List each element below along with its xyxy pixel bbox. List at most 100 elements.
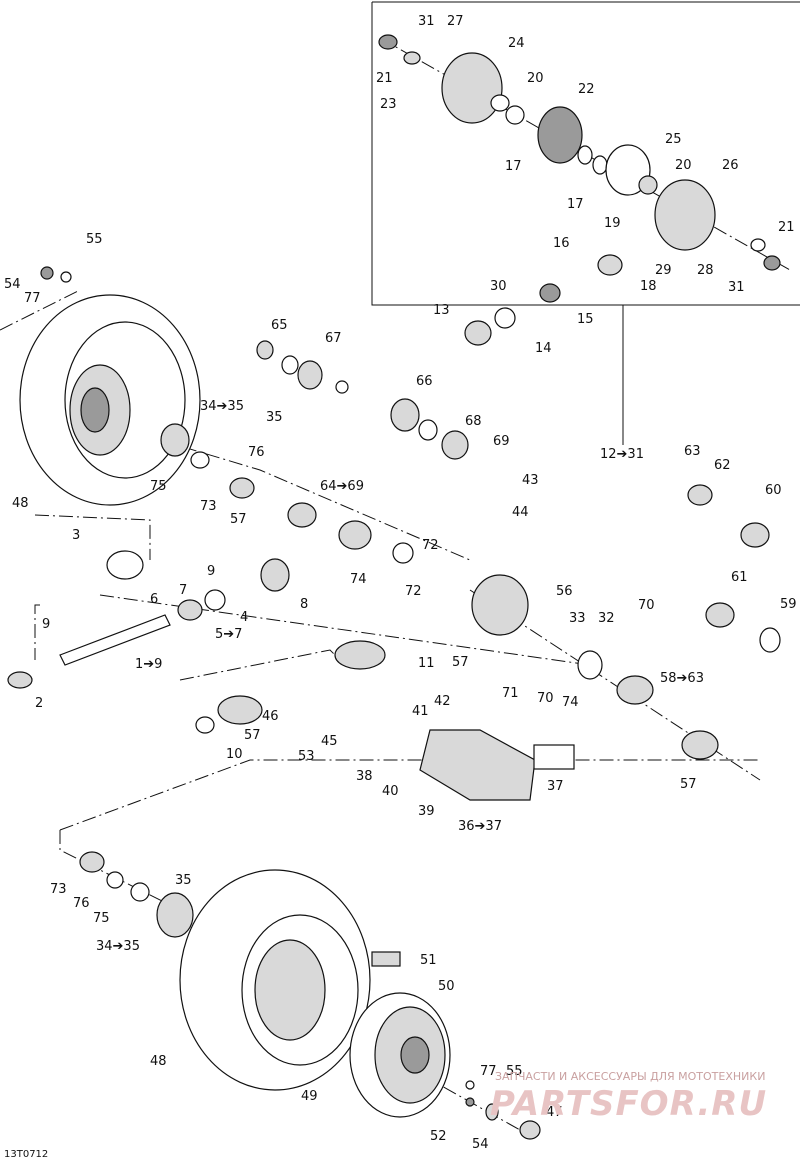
callout: 42 — [434, 694, 451, 709]
callout: 47 — [546, 1105, 563, 1120]
callout: 43 — [522, 473, 539, 488]
callout: 4 — [240, 610, 248, 625]
callout: 3 — [72, 528, 80, 543]
callout: 34➔35 — [96, 939, 140, 954]
callout: 50 — [438, 979, 455, 994]
callout: 70 — [638, 598, 655, 613]
callout: 11 — [418, 656, 435, 671]
callout: 34➔35 — [200, 399, 244, 414]
callout: 29 — [655, 263, 672, 278]
callout: 8 — [300, 597, 308, 612]
callout: 73 — [200, 499, 217, 514]
callout: 70 — [537, 691, 554, 706]
callout: 71 — [502, 686, 519, 701]
callout: 37 — [547, 779, 564, 794]
callout: 40 — [382, 784, 399, 799]
callout: 21 — [778, 220, 795, 235]
callout: 76 — [248, 445, 265, 460]
callout: 30 — [490, 279, 507, 294]
callout: 57 — [452, 655, 469, 670]
callout: 23 — [380, 97, 397, 112]
callout: 20 — [527, 71, 544, 86]
callout: 61 — [731, 570, 748, 585]
callout: 51 — [420, 953, 437, 968]
callout: 28 — [697, 263, 714, 278]
callout: 26 — [722, 158, 739, 173]
watermark-tagline: ЗАПЧАСТИ И АКСЕССУАРЫ ДЛЯ МОТОТЕХНИКИ — [495, 1070, 765, 1083]
callout: 57 — [230, 512, 247, 527]
callout: 35 — [175, 873, 192, 888]
callout: 48 — [12, 496, 29, 511]
callout: 75 — [93, 911, 110, 926]
callout: 17 — [505, 159, 522, 174]
callout: 9 — [42, 617, 50, 632]
callout: 74 — [350, 572, 367, 587]
callout: 25 — [665, 132, 682, 147]
callout: 77 — [24, 291, 41, 306]
callout: 66 — [416, 374, 433, 389]
callout: 32 — [598, 611, 615, 626]
differential-parts — [378, 34, 781, 346]
callout: 41 — [412, 704, 429, 719]
callout: 76 — [73, 896, 90, 911]
callout: 46 — [262, 709, 279, 724]
callout: 59 — [780, 597, 797, 612]
callout: 72 — [422, 538, 439, 553]
callout: 69 — [493, 434, 510, 449]
callout: 44 — [512, 505, 529, 520]
differential-inset-frame — [371, 1, 800, 445]
callout: 54 — [4, 277, 21, 292]
callout: 35 — [266, 410, 283, 425]
drive-shaft-parts — [7, 266, 781, 1140]
callout: 1➔9 — [135, 657, 162, 672]
callout: 18 — [640, 279, 657, 294]
callout: 48 — [150, 1054, 167, 1069]
callout: 15 — [577, 312, 594, 327]
callout: 67 — [325, 331, 342, 346]
callout: 56 — [556, 584, 573, 599]
callout: 20 — [675, 158, 692, 173]
callout: 33 — [569, 611, 586, 626]
callout: 55 — [506, 1064, 523, 1079]
callout: 7 — [179, 583, 187, 598]
callout: 2 — [35, 696, 43, 711]
callout: 58➔63 — [660, 671, 704, 686]
tire-lower — [179, 869, 371, 1091]
callout: 68 — [465, 414, 482, 429]
callout: 45 — [321, 734, 338, 749]
callout: 74 — [562, 695, 579, 710]
callout: 39 — [418, 804, 435, 819]
callout: 57 — [680, 777, 697, 792]
callout: 10 — [226, 747, 243, 762]
tire-upper — [19, 294, 201, 506]
callout: 54 — [472, 1137, 489, 1152]
callout: 73 — [50, 882, 67, 897]
callout: 65 — [271, 318, 288, 333]
callout: 27 — [447, 14, 464, 29]
callout: 24 — [508, 36, 525, 51]
callout: 17 — [567, 197, 584, 212]
drawing-reference: 13T0712 — [4, 1149, 48, 1160]
callout: 5➔7 — [215, 627, 242, 642]
watermark-brand: PARTSFOR.RU — [490, 1084, 767, 1124]
callout: 62 — [714, 458, 731, 473]
callout: 55 — [86, 232, 103, 247]
callout: 52 — [430, 1129, 447, 1144]
callout: 49 — [301, 1089, 318, 1104]
callout: 38 — [356, 769, 373, 784]
callout: 21 — [376, 71, 393, 86]
callout: 64➔69 — [320, 479, 364, 494]
callout: 6 — [150, 592, 158, 607]
callout: 72 — [405, 584, 422, 599]
callout: 63 — [684, 444, 701, 459]
callout: 57 — [244, 728, 261, 743]
wheel-rim — [349, 992, 451, 1118]
callout: 22 — [578, 82, 595, 97]
callout: 36➔37 — [458, 819, 502, 834]
callout: 12➔31 — [600, 447, 644, 462]
callout: 60 — [765, 483, 782, 498]
callout: 77 — [480, 1064, 497, 1079]
callout: 9 — [207, 564, 215, 579]
callout-labels: 31 27 24 21 20 23 22 17 25 17 20 26 19 1… — [4, 14, 797, 1152]
